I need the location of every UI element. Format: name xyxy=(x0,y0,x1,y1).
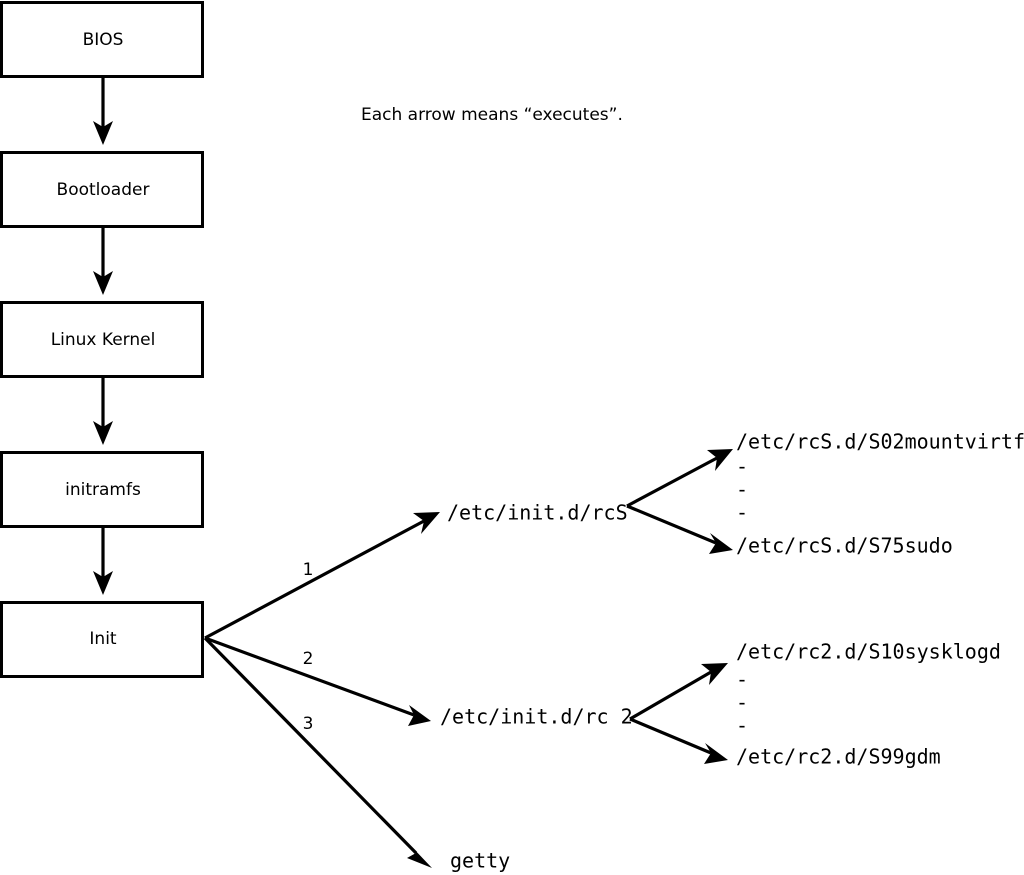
label-rcs-last-script: /etc/rcS.d/S75sudo xyxy=(736,534,953,558)
rcs-branch-first xyxy=(626,449,733,508)
box-label-kernel: Linux Kernel xyxy=(51,330,156,350)
arrowhead-rcs-to-last-script xyxy=(709,533,733,554)
rcs-branch-last xyxy=(626,504,733,554)
rcs-ellipsis-dash-2: - xyxy=(736,478,748,502)
rc2-branch-last xyxy=(629,717,728,764)
process-box-kernel[interactable]: Linux Kernel xyxy=(0,301,204,378)
rc2-ellipsis-dash-3: - xyxy=(736,714,748,738)
init-branch-3: 3 xyxy=(203,636,432,868)
chain-connectors xyxy=(93,77,113,595)
box-outline-init xyxy=(0,601,204,678)
arrowhead-rc2-to-last-script xyxy=(704,743,728,764)
arrowhead-kernel-to-initramfs xyxy=(93,421,113,445)
arrowhead-init-to-getty xyxy=(407,847,432,868)
box-outline-kernel xyxy=(0,301,204,378)
arrowhead-bootloader-to-kernel xyxy=(93,271,113,295)
rc2-ellipsis-dash-2: - xyxy=(736,691,748,715)
process-box-bootloader[interactable]: Bootloader xyxy=(0,151,204,228)
box-label-initramfs: initramfs xyxy=(65,480,141,500)
box-outline-bios xyxy=(0,1,204,78)
arrowhead-rc2-to-first-script xyxy=(701,663,728,685)
connector-rc2-to-last-script xyxy=(629,717,712,755)
box-outline-bootloader xyxy=(0,151,204,228)
rc2-branch-first xyxy=(629,663,728,721)
rcs-ellipsis-dash-1: - xyxy=(736,455,748,479)
connector-init-to-getty xyxy=(203,636,418,855)
edge-label-1: 1 xyxy=(303,560,314,580)
box-label-init: Init xyxy=(89,629,117,649)
label-rc2-last-script: /etc/rc2.d/S99gdm xyxy=(736,745,941,769)
edge-label-3: 3 xyxy=(303,714,314,734)
connector-init-to-rcs xyxy=(204,519,425,640)
label-rc2-first-script: /etc/rc2.d/S10sysklogd xyxy=(736,640,1001,664)
arrowhead-init-to-rc2 xyxy=(408,705,431,726)
arrowhead-rcs-to-first-script xyxy=(707,449,733,471)
init-branch-1: 1 xyxy=(204,512,440,640)
diagram-caption: Each arrow means “executes”. xyxy=(361,105,623,125)
label-init-d-rc2: /etc/init.d/rc 2 xyxy=(440,705,633,729)
arrowhead-initramfs-to-init xyxy=(93,571,113,595)
connector-rcs-to-first-script xyxy=(626,456,718,508)
label-rcs-first-script: /etc/rcS.d/S02mountvirtfs xyxy=(736,430,1024,454)
box-outline-initramfs xyxy=(0,451,204,528)
label-getty: getty xyxy=(450,849,510,873)
process-box-bios[interactable]: BIOS xyxy=(0,1,204,78)
connector-rcs-to-last-script xyxy=(626,504,717,545)
label-init-d-rcs: /etc/init.d/rcS xyxy=(447,501,628,525)
box-label-bios: BIOS xyxy=(83,30,124,50)
rcs-ellipsis-dash-3: - xyxy=(736,501,748,525)
rc2-ellipsis-dash-1: - xyxy=(736,668,748,692)
edge-label-2: 2 xyxy=(303,649,314,669)
process-box-initramfs[interactable]: initramfs xyxy=(0,451,204,528)
init-branch-2: 2 xyxy=(204,636,431,726)
box-label-bootloader: Bootloader xyxy=(57,180,150,200)
process-box-init[interactable]: Init xyxy=(0,601,204,678)
arrowhead-init-to-rcs xyxy=(413,512,440,534)
connector-rc2-to-first-script xyxy=(629,670,712,721)
arrowhead-bios-to-bootloader xyxy=(93,121,113,145)
connector-init-to-rc2 xyxy=(204,636,415,717)
